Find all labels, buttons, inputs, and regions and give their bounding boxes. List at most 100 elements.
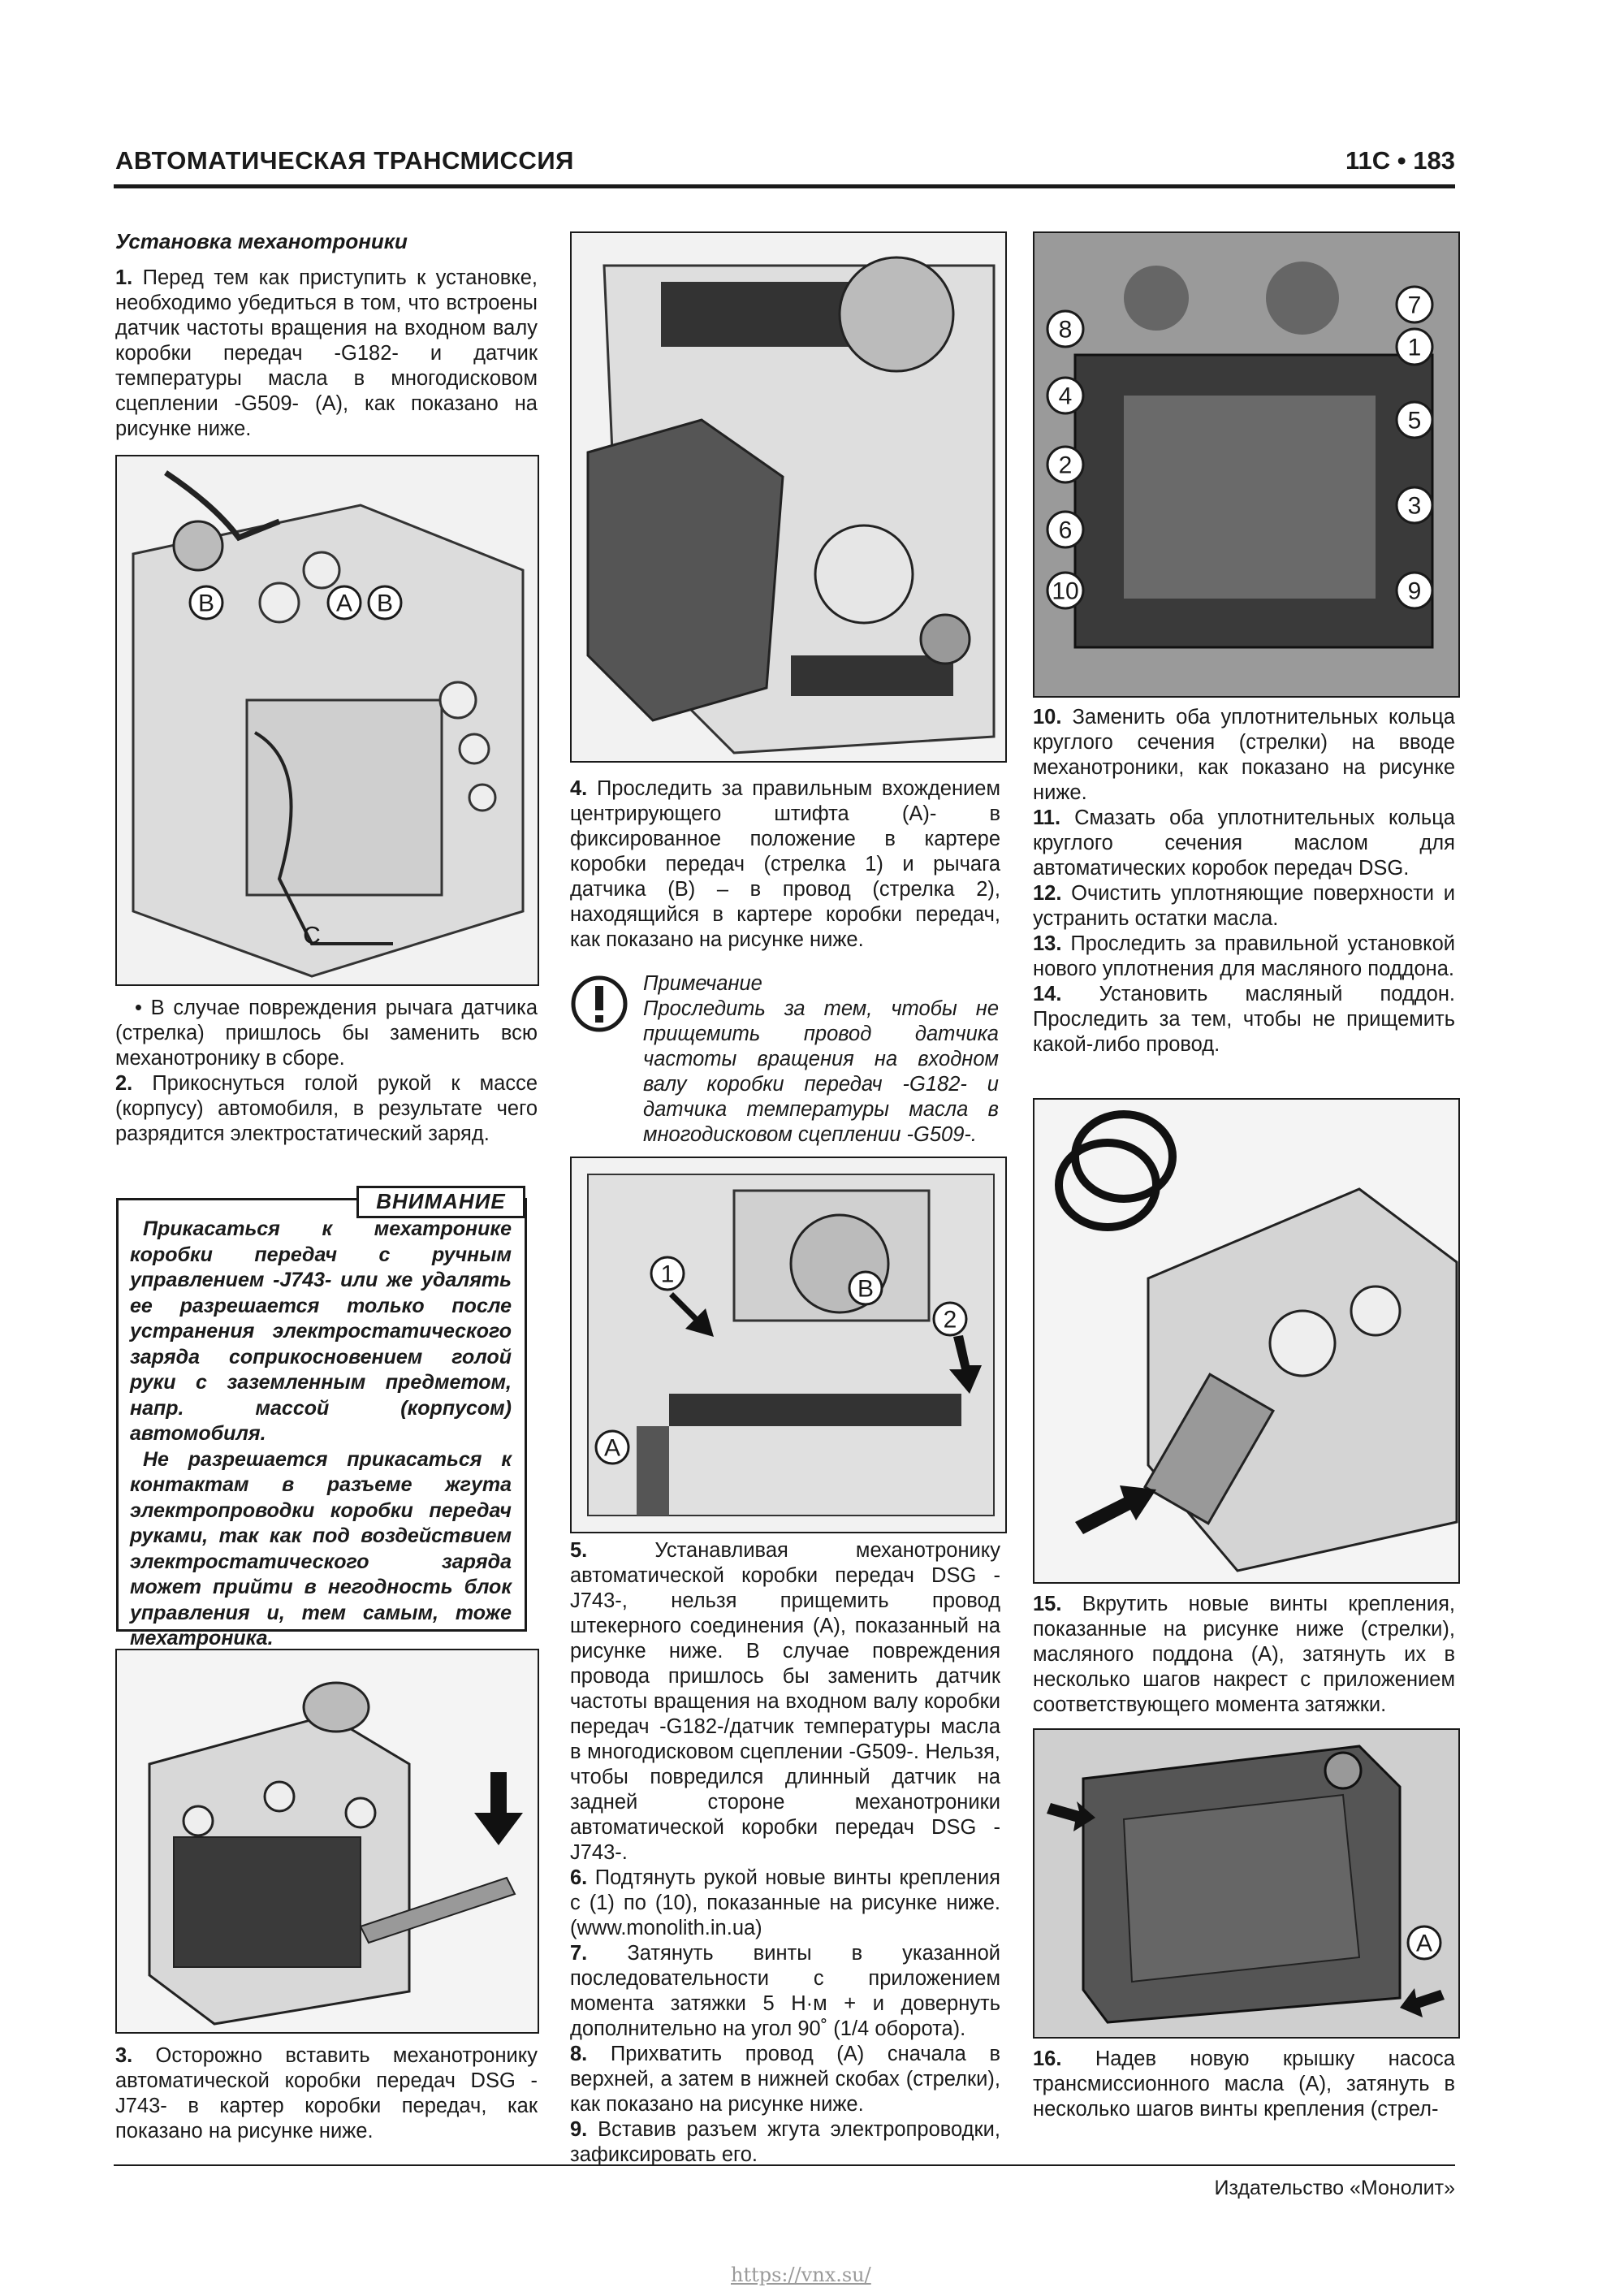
figure-oil-pan-drawing: A	[1034, 1730, 1458, 2037]
step-6: 6. Подтянуть рукой новые винты крепления…	[570, 1866, 1000, 1941]
bolt-callout-label-7: 7	[1408, 292, 1422, 319]
step-text: Перед тем как приступить к установке, не…	[115, 266, 538, 440]
step-number: 14.	[1033, 983, 1062, 1005]
column-1-top: Установка механотроники 1. Перед тем как…	[115, 229, 538, 442]
step-number: 9.	[570, 2118, 588, 2141]
attention-box	[116, 1198, 527, 1632]
figure-sensor-installation: B A B C	[115, 455, 539, 986]
bullet-note: • В случае повреждения рычага датчика (с…	[115, 997, 538, 1070]
step-text: Проследить за правильной установкой ново…	[1033, 932, 1455, 980]
callout-a-label: A	[336, 590, 352, 617]
attention-text: Прикасаться к мехатронике коробки переда…	[130, 1217, 512, 1652]
step-number: 6.	[570, 1866, 588, 1889]
callout-1	[650, 1256, 685, 1291]
step-number: 5.	[570, 1539, 588, 1562]
step-number: 12.	[1033, 882, 1062, 905]
step-15: 15. Вкрутить новые винты крепления, пока…	[1033, 1592, 1455, 1718]
step-text: Смазать оба уплотнительных кольца кругло…	[1033, 806, 1455, 880]
step-text: Прихватить провод (А) сначала в верхней,…	[570, 2043, 1000, 2116]
step-16: 16. Надев новую крышку насоса трансмисси…	[1033, 2047, 1455, 2122]
callout-b-label: B	[857, 1276, 874, 1303]
figure-pin-drawing	[572, 233, 1005, 761]
callout-a	[594, 1429, 630, 1465]
column-1-mid: • В случае повреждения рычага датчика (с…	[115, 996, 538, 1147]
bolt-callout-label-6: 6	[1059, 517, 1073, 544]
step-number: 4.	[570, 777, 588, 800]
bolt-callout-4	[1046, 376, 1085, 415]
figure-connector-drawing: 1 2 B A	[572, 1158, 1005, 1532]
step-number: 8.	[570, 2043, 588, 2065]
bolt-callout-9	[1395, 571, 1434, 610]
callout-a-label: A	[604, 1435, 620, 1462]
step-text: Затянуть винты в указанной последователь…	[570, 1942, 1000, 2040]
column-2-top: 4. Проследить за правильным вхождением ц…	[570, 776, 1000, 953]
column-3-bottom: 16. Надев новую крышку насоса трансмисси…	[1033, 2047, 1455, 2122]
figure-mechatronic-drawing	[117, 1650, 538, 2032]
warning-icon	[571, 975, 628, 1032]
step-4: 4. Проследить за правильным вхождением ц…	[570, 776, 1000, 953]
step-text: Очистить уплотняющие поверхности и устра…	[1033, 882, 1455, 930]
bolt-callout-label-4: 4	[1059, 383, 1073, 410]
column-3-top: 10. Заменить оба уплотнительных кольца к…	[1033, 705, 1455, 1057]
bolt-callout-5	[1395, 400, 1434, 439]
bolt-callout-label-1: 1	[1408, 335, 1422, 361]
watermark-link[interactable]: https://vnx.su/	[731, 2264, 871, 2286]
step-number: 13.	[1033, 932, 1062, 955]
step-number: 7.	[570, 1942, 588, 1965]
page-number: 11С • 183	[1345, 146, 1455, 175]
bolt-callout-3	[1395, 486, 1434, 525]
note-block: Примечание Проследить за тем, чтобы не п…	[643, 971, 999, 1148]
step-11: 11. Смазать оба уплотнительных кольца кр…	[1033, 806, 1455, 881]
figure-pin-alignment	[570, 231, 1007, 763]
bolt-callout-label-2: 2	[1059, 452, 1073, 479]
bolt-callout-2	[1046, 445, 1085, 484]
callout-a-label: A	[1416, 1931, 1432, 1957]
step-number: 2.	[115, 1072, 133, 1095]
callout-b-right-label: B	[377, 590, 393, 617]
figure-connector-wire: 1 2 B A	[570, 1157, 1007, 1533]
step-7: 7. Затянуть винты в указанной последоват…	[570, 1941, 1000, 2042]
header-rule	[114, 184, 1455, 188]
step-number: 15.	[1033, 1593, 1062, 1615]
callout-b	[848, 1270, 883, 1306]
step-9: 9. Вставив разъем жгута электропроводки,…	[570, 2117, 1000, 2168]
step-number: 11.	[1033, 806, 1061, 829]
step-13: 13. Проследить за правильной установкой …	[1033, 932, 1455, 982]
bolt-callout-1	[1395, 327, 1434, 366]
figure-o-ring-drawing	[1034, 1100, 1458, 1582]
step-text: Осторожно вставить механотронику автомат…	[115, 2044, 538, 2143]
attention-label: ВНИМАНИЕ	[356, 1186, 525, 1218]
note-title: Примечание	[643, 972, 762, 995]
note-text: Проследить за тем, чтобы не прищемить пр…	[643, 997, 999, 1146]
step-text: Установить масляный поддон. Проследить з…	[1033, 983, 1455, 1056]
column-3-mid: 15. Вкрутить новые винты крепления, пока…	[1033, 1592, 1455, 1718]
step-text: Прикоснуться голой рукой к массе (корпус…	[115, 1072, 538, 1145]
bolt-callout-label-8: 8	[1059, 317, 1073, 344]
step-number: 16.	[1033, 2047, 1062, 2070]
callout-b-left-label: B	[198, 590, 214, 617]
step-3: 3. Осторожно вставить механотронику авто…	[115, 2043, 538, 2144]
step-5: 5. Устанавливая механотронику автоматиче…	[570, 1538, 1000, 1866]
step-text: Заменить оба уплотнительных кольца кругл…	[1033, 706, 1455, 804]
step-number: 1.	[115, 266, 133, 289]
step-text: Устанавливая механотронику автоматическо…	[570, 1539, 1000, 1864]
callout-c-label: C	[303, 923, 321, 949]
step-8: 8. Прихватить провод (А) сначала в верхн…	[570, 2042, 1000, 2117]
footer-rule	[114, 2164, 1455, 2166]
bolt-callout-6	[1046, 510, 1085, 549]
step-text: Вставив разъем жгута электропроводки, за…	[570, 2118, 1000, 2166]
bolt-callout-8	[1046, 309, 1085, 348]
bolt-callout-label-5: 5	[1408, 408, 1422, 435]
column-1-bottom: 3. Осторожно вставить механотронику авто…	[115, 2043, 538, 2144]
attention-paragraph-1: Прикасаться к мехатронике коробки переда…	[130, 1217, 512, 1445]
step-14: 14. Установить масляный поддон. Проследи…	[1033, 982, 1455, 1057]
bolt-callout-10	[1046, 571, 1085, 610]
step-number: 10.	[1033, 706, 1062, 729]
figure-mechatronic-unit	[115, 1649, 539, 2034]
figure-sensor-drawing: B A B C	[117, 456, 538, 984]
step-12: 12. Очистить уплотняющие поверхности и у…	[1033, 881, 1455, 932]
callout-2-label: 2	[944, 1307, 957, 1334]
callout-b-left	[188, 585, 224, 620]
